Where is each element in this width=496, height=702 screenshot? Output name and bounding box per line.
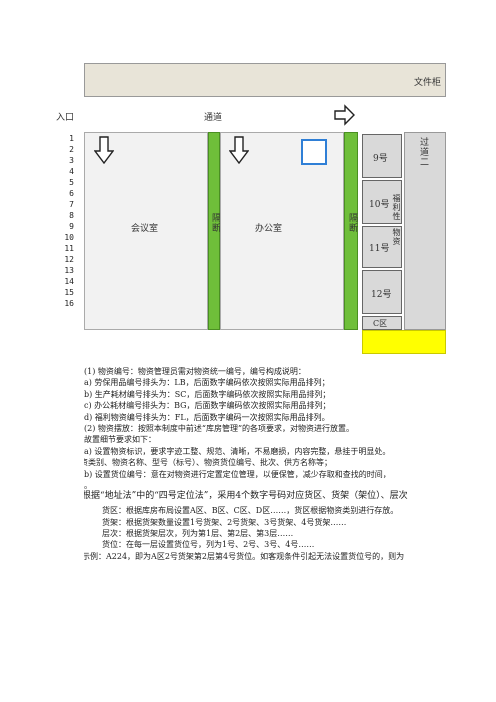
- row-number: 2: [69, 145, 74, 154]
- row-number: 7: [69, 200, 74, 209]
- down-arrow-icon: [94, 136, 114, 164]
- aisle-two-label: 过道二: [418, 137, 428, 167]
- zone-c-label: C区: [373, 319, 388, 328]
- text-line: 资类别、物资名称、型号（标号）、物资货位编号、批次、供方名称等；: [84, 458, 332, 468]
- row-number: 13: [64, 266, 74, 275]
- text-line: (2) 物资摆放：按照本制度中前述“库房管理”的各项要求，对物资进行放置。: [84, 423, 355, 433]
- row-number: 15: [64, 288, 74, 297]
- welfare-label: 福利性: [392, 194, 401, 221]
- row-number: 10: [64, 233, 74, 242]
- row-number: 3: [69, 156, 74, 165]
- text-line: 示例：A224，即为A区2号货架第2层第4号货位。如客观条件引起无法设置货位号的…: [84, 551, 405, 561]
- row-number: 9: [69, 222, 74, 231]
- cabinet-label: 文件柜: [413, 78, 441, 88]
- shelf-10: 10号: [362, 180, 402, 224]
- shelf-11: 11号: [362, 226, 402, 268]
- text-line: b) 设置货位编号：意在对物资进行定置定位管理，以便保管，减少存取和查找的时间，: [84, 469, 391, 479]
- right-arrow-icon: [334, 104, 355, 126]
- text-line: (1) 物资编号：物资管理员需对物资统一编号，编号构成说明：: [84, 367, 306, 376]
- shelf-10-label: 10号: [369, 200, 390, 210]
- goods-label: 物资: [392, 228, 401, 246]
- row-number: 16: [64, 299, 74, 308]
- row-number: 6: [69, 189, 74, 198]
- row-number: 11: [64, 244, 74, 253]
- aisle-two: 过道二: [404, 132, 446, 330]
- row-number: 4: [69, 167, 74, 176]
- document-body: (1) 物资编号：物资管理员需对物资统一编号，编号构成说明： a) 劳保用品编号…: [84, 366, 496, 562]
- meeting-room: 会议室: [84, 132, 208, 330]
- text-line: a) 设置物资标识，要求字迹工整、规范、清晰，不易磨损，内容完整，悬挂于明显处。: [84, 446, 391, 456]
- text-line: a) 劳保用品编号排头为：LB，后面数字编码依次按照实际用品排列；: [84, 378, 330, 388]
- zone-c: C区: [362, 316, 402, 330]
- partition-2: 隔断: [344, 132, 358, 330]
- meeting-room-label: 会议室: [131, 224, 159, 234]
- partition-1: 隔断: [208, 132, 220, 330]
- partition-1-label: 隔断: [210, 213, 220, 233]
- shelf-11-label: 11号: [369, 244, 390, 254]
- row-number: 5: [69, 178, 74, 187]
- office: 办公室: [220, 132, 344, 330]
- corridor-label: 通道: [204, 113, 223, 123]
- shelf-12-label: 12号: [371, 290, 392, 300]
- down-arrow-icon: [229, 136, 249, 164]
- shelf-9: 9号: [362, 134, 402, 178]
- row-number: 14: [64, 277, 74, 286]
- shelf-12: 12号: [362, 270, 402, 314]
- entrance-label: 入口: [56, 113, 75, 123]
- row-number: 8: [69, 211, 74, 220]
- text-line: 层次：根据货架层次，列为第1层、第2层、第3层……: [102, 529, 294, 539]
- shelf-9-label: 9号: [373, 154, 388, 164]
- text-line: 根据“地址法”中的“四号定位法”，采用4个数字号码对应货区、货架（架位）、层次: [84, 491, 408, 502]
- office-label: 办公室: [255, 224, 283, 234]
- text-line: 货区：根据库房布局设置A区、B区、C区、D区……，货区根据物资类别进行存放。: [102, 506, 399, 516]
- row-number: 12: [64, 255, 74, 264]
- partition-2-label: 隔断: [347, 213, 357, 233]
- text-line: c) 办公耗材编号排头为：BG，后面数字编码依次按照实际用品排列；: [84, 401, 331, 411]
- text-line: 。: [84, 480, 92, 490]
- text-line: 故置细节要求如下：: [84, 435, 156, 445]
- text-line: 货位：在每一层设置货位号，列为1号、2号、3号、4号……: [102, 540, 315, 550]
- row-number: 1: [69, 134, 74, 143]
- office-window: [301, 139, 327, 165]
- text-line: 货架：根据货架数量设置1号货架、2号货架、3号货架、4号货架……: [102, 517, 347, 527]
- text-line: b) 生产耗材编号排头为：SC，后面数字编码依次按照实际用品排列；: [84, 389, 331, 399]
- text-line: d) 福利物资编号排头为：FL，后面数字编码一次按照实际用品排列。: [84, 412, 330, 422]
- yellow-zone: [362, 330, 446, 354]
- file-cabinet-strip: 文件柜: [84, 63, 446, 97]
